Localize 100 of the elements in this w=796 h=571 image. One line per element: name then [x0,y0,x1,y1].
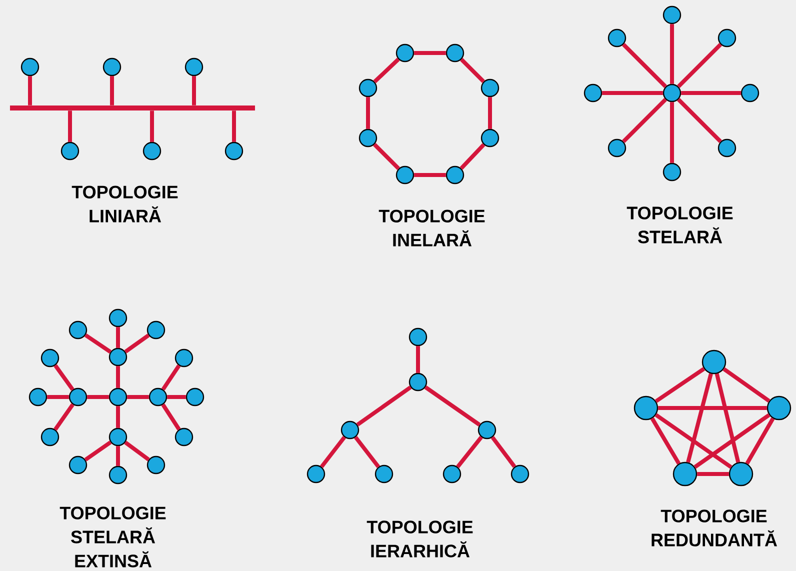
network-node [634,396,658,420]
network-node [718,138,736,158]
network-node [608,28,626,48]
link-line [681,91,741,95]
link-line [116,406,120,428]
link-line [622,43,667,88]
link-line [150,110,154,142]
network-node [102,58,122,76]
network-node [408,372,428,392]
network-node [142,142,162,160]
link-line [654,413,732,469]
link-line [745,418,775,465]
link-line [622,98,667,143]
network-node [184,58,204,76]
link-line [127,395,149,399]
network-node [766,396,792,420]
link-line [124,440,150,462]
link-line [84,333,112,354]
link-line [320,436,346,468]
link-line [670,24,674,84]
network-node [174,428,194,446]
network-node [224,142,244,160]
link-line [54,364,74,391]
network-node [108,388,128,406]
network-node [446,44,464,62]
link-line [677,43,722,88]
network-node [446,166,464,184]
network-node [480,78,500,98]
link-line [697,472,729,476]
network-node [662,84,682,102]
network-node [662,6,682,24]
link-line [161,404,181,430]
link-line [124,334,150,354]
topology-label: TOPOLOGIE IERARHICĂ [366,520,473,558]
link-line [654,367,706,403]
link-line [414,51,446,55]
network-node [608,138,626,158]
link-line [47,395,69,399]
link-line [54,403,74,431]
link-line [694,413,770,469]
network-node [60,142,80,160]
network-node [396,166,414,184]
network-node [68,320,88,340]
network-node [108,428,128,446]
link-line [68,110,72,142]
link-line [488,97,492,129]
network-node [672,462,698,486]
link-line [373,143,400,170]
link-line [167,395,186,399]
network-node [718,28,736,48]
network-node [480,128,500,148]
link-line [110,76,114,106]
link-line [414,173,446,177]
network-node [584,84,602,102]
link-line [460,143,486,170]
link-line [116,446,120,466]
network-node [20,58,40,76]
network-node [728,462,754,486]
network-node [662,162,682,182]
network-node [306,464,326,484]
network-node [702,350,726,374]
link-line [232,110,236,142]
link-line [116,366,120,388]
network-node [68,388,88,406]
link-line [602,91,663,95]
network-node [408,328,428,346]
link-line [28,76,32,106]
network-node [510,464,530,484]
topology-label: TOPOLOGIE INELARĂ [378,210,485,246]
topology-label: TOPOLOGIE REDUNDANTĂ [652,510,778,546]
network-node [358,128,378,148]
link-line [161,364,181,391]
network-node [478,420,496,440]
link-line [116,327,120,348]
network-node [186,388,204,406]
link-line [87,395,109,399]
link-line [354,436,380,468]
network-node [68,456,88,474]
network-node [146,320,166,340]
topology-label: TOPOLOGIE LINIARĂ [72,186,178,222]
link-line [84,440,112,462]
link-line [722,367,770,403]
network-node [374,464,394,484]
network-node [148,388,168,406]
network-node [174,348,194,368]
link-line [658,406,767,410]
link-line [456,436,483,468]
link-line [460,58,485,83]
network-node [40,428,60,446]
network-node [442,464,462,484]
link-line [686,373,713,463]
link-line [714,373,740,463]
network-node [28,388,48,406]
topology-label: TOPOLOGIE STELARĂ EXTINSĂ [60,506,166,568]
link-line [192,76,196,106]
link-line [356,386,412,426]
network-node [108,466,128,484]
link-line [416,346,420,373]
topology-label: TOPOLOGIE STELARĂ [626,206,733,244]
network-node [340,420,360,440]
